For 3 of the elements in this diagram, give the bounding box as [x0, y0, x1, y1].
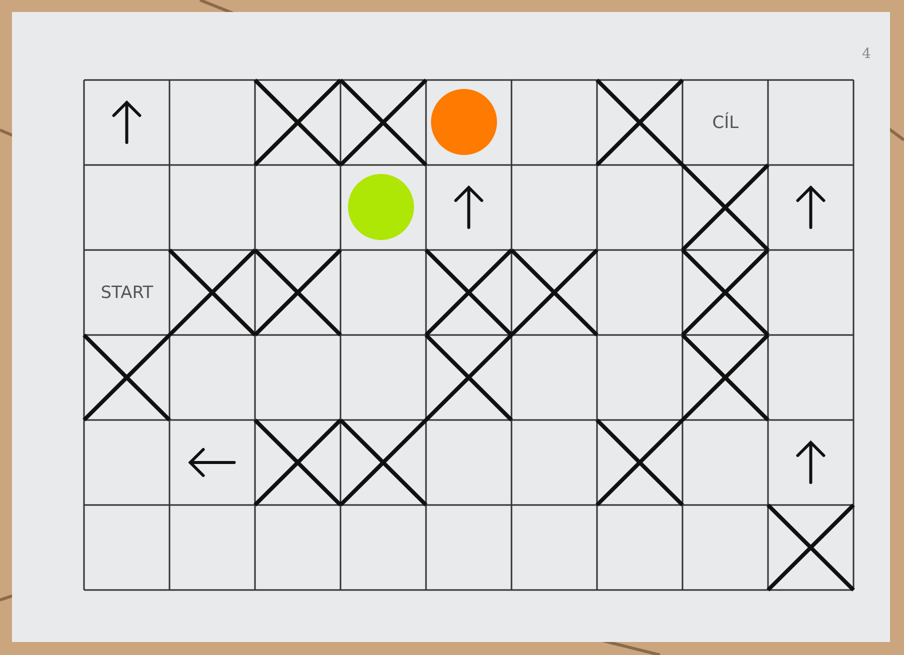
goal-label: CÍL [712, 112, 739, 132]
start-label: START [100, 282, 154, 302]
page-number: 4 [862, 45, 871, 64]
